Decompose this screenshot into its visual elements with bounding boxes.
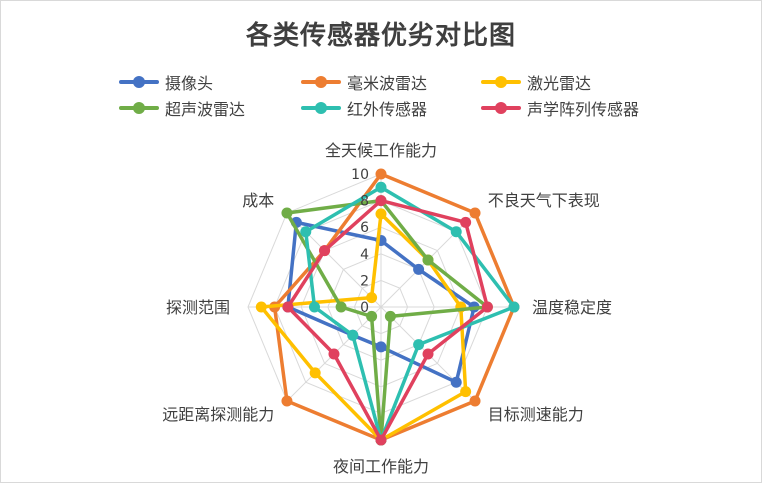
legend-label: 摄像头 bbox=[165, 74, 214, 93]
tick-label: 10 bbox=[351, 167, 369, 183]
data-point bbox=[413, 339, 425, 351]
data-point bbox=[282, 301, 294, 313]
axis-label: 远距离探测能力 bbox=[162, 405, 274, 424]
legend-label: 红外传感器 bbox=[347, 100, 428, 119]
legend-swatch bbox=[119, 97, 159, 119]
data-point bbox=[309, 301, 320, 313]
data-point bbox=[460, 386, 472, 398]
tick-label: 0 bbox=[360, 300, 369, 316]
data-point bbox=[469, 395, 481, 407]
data-point bbox=[347, 329, 359, 341]
legend-item: 红外传感器 bbox=[301, 97, 427, 119]
axis-label: 不良天气下表现 bbox=[488, 191, 600, 210]
tick-label: 8 bbox=[360, 194, 369, 210]
axis-label: 全天候工作能力 bbox=[325, 141, 437, 160]
axis-label: 目标测速能力 bbox=[488, 405, 584, 424]
data-point bbox=[375, 434, 387, 446]
data-point bbox=[375, 181, 387, 193]
legend-swatch bbox=[481, 71, 521, 93]
axis-label: 成本 bbox=[242, 191, 274, 210]
data-point bbox=[309, 367, 321, 379]
data-point bbox=[460, 216, 472, 228]
data-point bbox=[319, 245, 331, 257]
legend-item: 毫米波雷达 bbox=[301, 71, 427, 93]
data-point bbox=[281, 395, 293, 407]
legend-swatch bbox=[301, 97, 341, 119]
data-point bbox=[375, 341, 387, 353]
data-point bbox=[422, 348, 434, 360]
legend-item: 摄像头 bbox=[119, 71, 213, 93]
tick-label: 6 bbox=[360, 220, 369, 236]
data-point bbox=[255, 301, 267, 313]
data-point bbox=[450, 376, 462, 388]
data-point bbox=[384, 310, 396, 322]
data-point bbox=[508, 301, 520, 313]
data-point bbox=[375, 168, 387, 180]
chart-title: 各类传感器优劣对比图 bbox=[245, 21, 516, 51]
axis-label: 温度稳定度 bbox=[532, 298, 612, 317]
legend-swatch bbox=[119, 71, 159, 93]
data-point bbox=[366, 292, 378, 304]
axis-label: 探测范围 bbox=[166, 298, 230, 317]
legend-label: 超声波雷达 bbox=[165, 100, 246, 119]
series-layer bbox=[255, 168, 520, 446]
legend-item: 超声波雷达 bbox=[119, 97, 245, 119]
legend-swatch bbox=[481, 97, 521, 119]
legend-label: 毫米波雷达 bbox=[347, 74, 428, 93]
legend-item: 声学阵列传感器 bbox=[481, 97, 639, 119]
data-point bbox=[375, 208, 387, 220]
data-point bbox=[335, 301, 347, 313]
tick-label: 4 bbox=[360, 247, 369, 263]
axis-label: 夜间工作能力 bbox=[333, 457, 429, 476]
data-point bbox=[450, 226, 462, 238]
data-point bbox=[328, 348, 340, 360]
legend: 摄像头 毫米波雷达 激光雷达 超声波雷达 红外传感器 声学阵列传感器 bbox=[1, 1, 761, 131]
data-point bbox=[469, 207, 481, 219]
tick-labels: 0 2 4 6 8 10 bbox=[351, 167, 369, 316]
data-point bbox=[375, 195, 387, 207]
legend-label: 声学阵列传感器 bbox=[527, 100, 640, 119]
legend-label: 激光雷达 bbox=[527, 74, 592, 93]
legend-item: 激光雷达 bbox=[481, 71, 591, 93]
data-point bbox=[366, 310, 378, 322]
tick-label: 2 bbox=[360, 273, 369, 289]
legend-swatch bbox=[301, 71, 341, 93]
data-point bbox=[422, 254, 434, 266]
data-point bbox=[413, 263, 425, 275]
data-point bbox=[281, 207, 293, 219]
data-point bbox=[300, 226, 312, 238]
data-point bbox=[481, 301, 493, 313]
